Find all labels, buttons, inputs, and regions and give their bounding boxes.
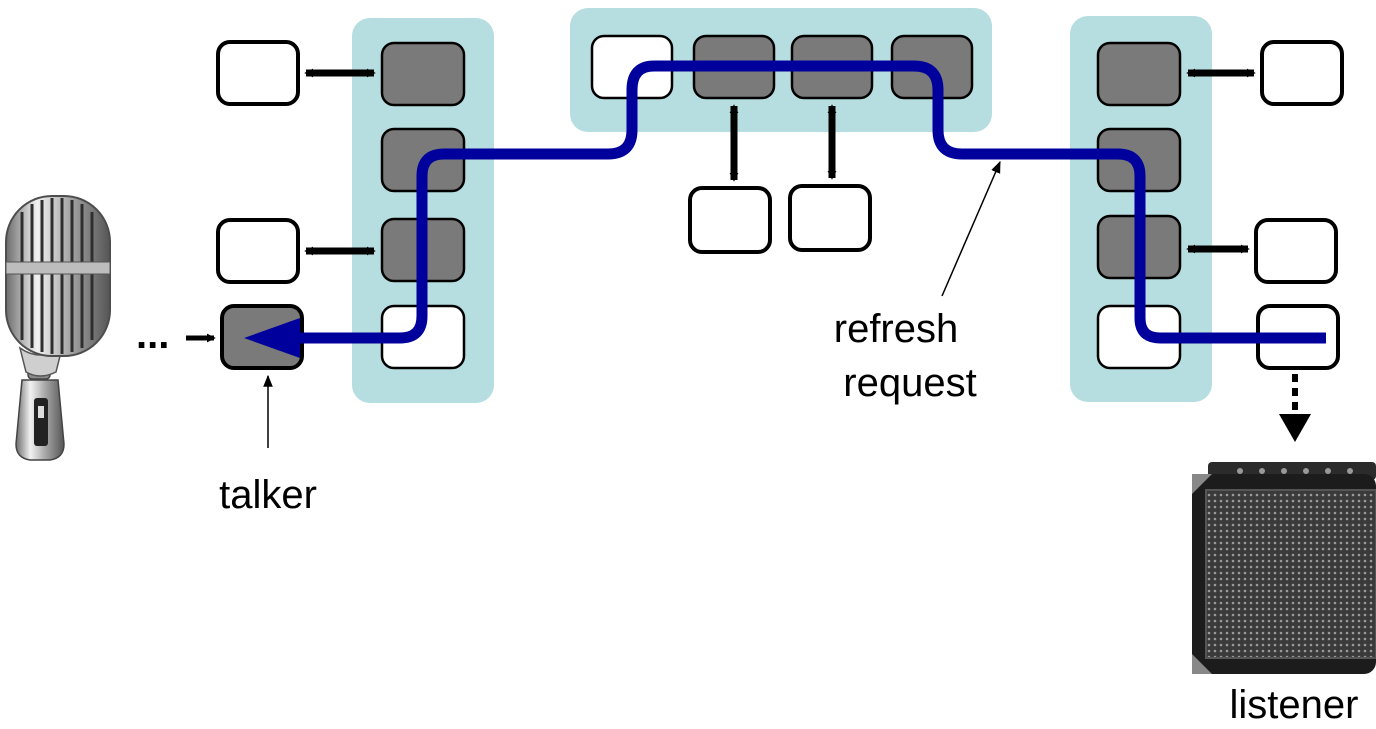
speaker-amplifier-icon <box>1192 462 1376 674</box>
port-left-1 <box>380 41 466 107</box>
endpoint-right-mid <box>1254 218 1338 284</box>
reservation-path <box>292 60 1326 344</box>
refresh-label-line2: request <box>843 361 976 405</box>
endpoint-left-top <box>216 40 300 106</box>
endpoint-center-1 <box>688 186 772 254</box>
endpoint-left-mid <box>216 218 300 284</box>
endpoint-right-top <box>1260 40 1344 106</box>
ellipsis-left: ... <box>136 313 169 357</box>
port-right-1 <box>1096 41 1182 107</box>
listener-output-arrowhead <box>1279 414 1311 442</box>
reservation-arrowhead <box>244 318 300 358</box>
refresh-label-line1: refresh <box>834 307 959 351</box>
talker-label: talker <box>219 473 317 517</box>
microphone-icon <box>5 195 111 461</box>
refresh-pointer <box>941 160 1001 297</box>
listener-label: listener <box>1230 683 1359 727</box>
endpoint-center-2 <box>788 184 872 252</box>
